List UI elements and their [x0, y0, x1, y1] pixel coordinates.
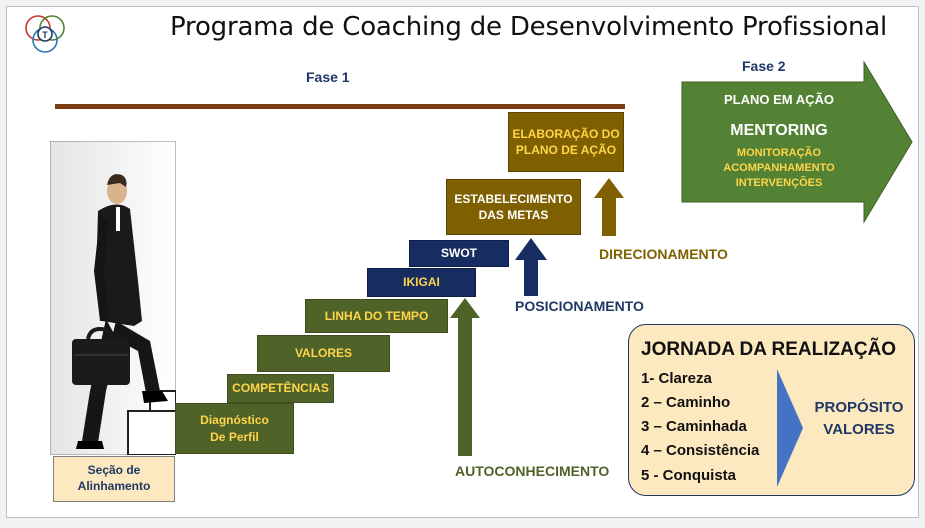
fase-1-label: Fase 1 — [306, 69, 350, 85]
page-title: Programa de Coaching de Desenvolvimento … — [170, 12, 888, 42]
direcionamento-label: DIRECIONAMENTO — [599, 246, 728, 262]
jornada-box: JORNADA DA REALIZAÇÃO 1- Clareza 2 – Cam… — [628, 324, 915, 496]
fase-2-mentoring-label: MENTORING — [730, 122, 828, 139]
jornada-proposito: PROPÓSITO — [814, 399, 904, 416]
posicionamento-label: POSICIONAMENTO — [515, 298, 644, 314]
jornada-valores: VALORES — [823, 420, 895, 438]
autoconhecimento-arrow-icon — [450, 298, 480, 456]
jornada-title: JORNADA DA REALIZAÇÃO — [641, 339, 897, 360]
jornada-item-5: 5 - Conquista — [641, 467, 737, 484]
step-plano-acao: ELABORAÇÃO DO PLANO DE AÇÃO — [508, 112, 624, 172]
jornada-chevron-icon — [777, 369, 803, 487]
logo-icon: T — [25, 15, 65, 53]
step-metas-line1: ESTABELECIMENTO — [454, 191, 573, 206]
direcionamento-arrow-icon — [594, 178, 624, 236]
svg-text:T: T — [42, 30, 48, 40]
jornada-purpose: PROPÓSITO VALORES — [801, 397, 917, 441]
step-plano-line1: ELABORAÇÃO DO — [512, 126, 620, 141]
jornada-item-1: 1- Clareza — [641, 370, 712, 387]
step-swot: SWOT — [409, 240, 509, 267]
fase-2-intervencoes-label: INTERVENÇÕES — [735, 177, 823, 189]
fase-2-arrow-icon — [681, 60, 913, 224]
fase-2-acompanhamento-label: ACOMPANHAMENTO — [723, 162, 835, 174]
autoconhecimento-label: AUTOCONHECIMENTO — [455, 463, 610, 479]
jornada-item-2: 2 – Caminho — [641, 394, 731, 411]
businessman-photo — [50, 141, 176, 455]
step-plano-line2: PLANO DE AÇÃO — [515, 143, 617, 157]
fase-2-monitoracao-label: MONITORAÇÃO — [736, 147, 822, 159]
fase-2-label: Fase 2 — [742, 58, 786, 74]
step-valores: VALORES — [257, 335, 390, 372]
posicionamento-arrow-icon — [515, 238, 547, 296]
fase-1-line — [55, 104, 625, 109]
step-diagnostico-line1: Diagnóstico — [200, 413, 269, 428]
step-competencias: COMPETÊNCIAS — [227, 374, 334, 403]
alinhamento-line2: Alinhamento — [77, 479, 151, 493]
step-metas-line2: DAS METAS — [478, 208, 549, 222]
jornada-item-3: 3 – Caminhada — [641, 418, 747, 435]
alinhamento-line1: Seção de — [87, 463, 141, 478]
fase-2-plano-label: PLANO EM AÇÃO — [723, 92, 835, 107]
step-linha-do-tempo: LINHA DO TEMPO — [305, 299, 448, 333]
jornada-item-4: 4 – Consistência — [641, 442, 760, 459]
step-diagnostico-line2: De Perfil — [210, 429, 259, 444]
step-metas: ESTABELECIMENTO DAS METAS — [446, 179, 581, 235]
step-ikigai: IKIGAI — [367, 268, 476, 297]
